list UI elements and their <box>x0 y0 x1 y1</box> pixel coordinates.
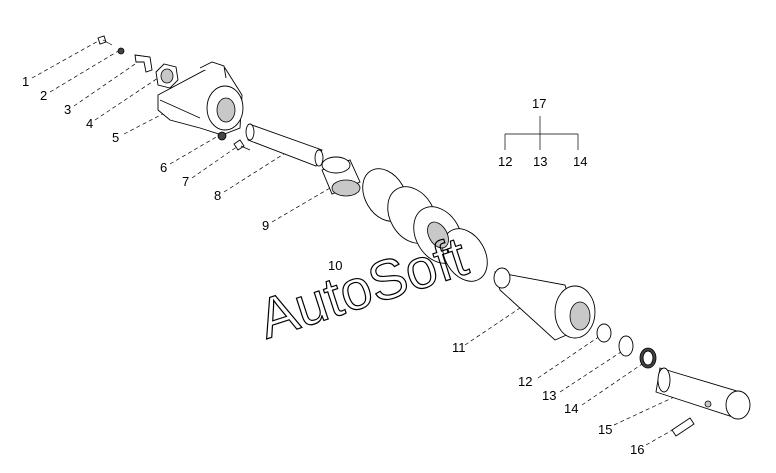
part-bolt-7 <box>233 139 251 151</box>
callout-14: 14 <box>564 401 578 416</box>
group-label-17: 17 <box>532 96 546 111</box>
part-bracket-3 <box>134 54 153 73</box>
callout-8: 8 <box>214 188 221 203</box>
part-bolt-1 <box>97 35 113 46</box>
callout-labels: 1 2 3 4 5 6 7 8 9 10 11 12 13 14 15 16 1… <box>22 74 644 457</box>
callout-11: 11 <box>452 340 466 355</box>
group-child-12: 12 <box>498 154 512 169</box>
part-shaft-8 <box>245 123 324 167</box>
part-washer-6 <box>217 131 227 141</box>
group-child-14: 14 <box>573 154 587 169</box>
part-nut-4 <box>155 63 179 89</box>
callout-6: 6 <box>160 160 167 175</box>
callout-4: 4 <box>86 116 93 131</box>
part-ring-12 <box>596 323 612 343</box>
callout-12: 12 <box>518 374 532 389</box>
callout-3: 3 <box>64 102 71 117</box>
part-pin-15 <box>655 367 751 420</box>
part-bushing-9 <box>321 156 361 197</box>
callout-1: 1 <box>22 74 29 89</box>
callout-7: 7 <box>182 174 189 189</box>
group-child-13: 13 <box>533 154 547 169</box>
part-ring-13 <box>618 335 634 357</box>
callout-10: 10 <box>328 258 342 273</box>
callout-9: 9 <box>262 218 269 233</box>
group-bracket-17 <box>504 116 579 150</box>
part-ring-14 <box>639 347 657 369</box>
part-cylinder-11 <box>493 267 596 341</box>
part-housing-5 <box>157 61 244 136</box>
watermark: AutoSoft <box>251 224 475 350</box>
callout-5: 5 <box>112 130 119 145</box>
callout-13: 13 <box>542 388 556 403</box>
leader-lines <box>31 39 701 446</box>
callout-2: 2 <box>40 88 47 103</box>
callout-15: 15 <box>598 422 612 437</box>
callout-16: 16 <box>630 442 644 457</box>
part-spring-10 <box>362 168 488 282</box>
part-fitting-16 <box>671 417 695 437</box>
part-washer-2 <box>117 47 125 55</box>
